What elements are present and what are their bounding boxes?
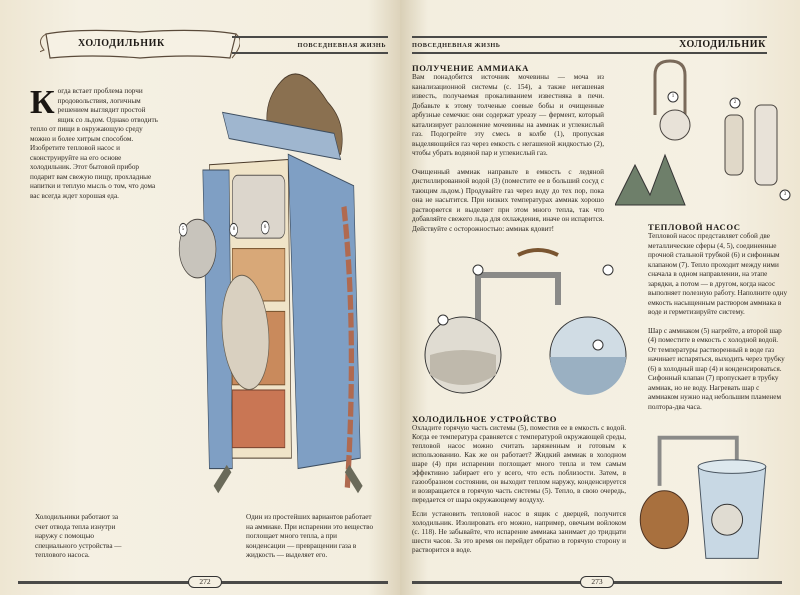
paragraph: Очищенный аммиак направьте в емкость с л… <box>412 167 604 233</box>
section-title: ПОЛУЧЕНИЕ АММИАКА <box>412 63 529 73</box>
section-ammonia: ПОЛУЧЕНИЕ АММИАКА Вам понадобится источн… <box>412 63 604 234</box>
caption-left: Холодильники работают за счет отвода теп… <box>35 513 122 559</box>
banner-title: ХОЛОДИЛЬНИК <box>78 38 165 49</box>
page-number: 273 <box>580 576 614 588</box>
fridge-creature-illustration <box>178 73 363 494</box>
fig-label: 3 <box>783 192 787 197</box>
pot-cooling-illustration <box>639 435 767 559</box>
section-heat-pump: ТЕПЛОВОЙ НАСОС Тепловой насос представля… <box>648 222 788 412</box>
scroll-banner <box>40 29 240 59</box>
fig-label: 1 <box>671 94 675 99</box>
paragraph: Охладите горячую часть системы (5), поме… <box>412 424 626 504</box>
heat-pump-diagram <box>424 248 627 395</box>
running-header: ПОВСЕДНЕВНАЯ ЖИЗНЬ <box>297 42 386 49</box>
section-title: ТЕПЛОВОЙ НАСОС <box>648 222 741 232</box>
page-number: 272 <box>188 576 222 588</box>
fig-label: 2 <box>733 100 737 105</box>
section-fridge-device: ХОЛОДИЛЬНОЕ УСТРОЙСТВО Охладите горячую … <box>412 414 626 555</box>
section-title: ХОЛОДИЛЬНОЕ УСТРОЙСТВО <box>412 414 557 424</box>
fig-label: 8 <box>232 227 236 232</box>
right-page: ПОВСЕДНЕВНАЯ ЖИЗНЬ ХОЛОДИЛЬНИК ПОЛУЧЕНИЕ… <box>400 0 800 595</box>
paragraph: Если установить тепловой насос в ящик с … <box>412 510 626 554</box>
running-header: ПОВСЕДНЕВНАЯ ЖИЗНЬ <box>412 42 501 49</box>
paragraph: Вам понадобится источник мочевины — моча… <box>412 73 604 157</box>
paragraph: Тепловой насос представляет собой две ме… <box>648 232 788 316</box>
paragraph: Шар с аммиаком (5) нагрейте, а второй ша… <box>648 326 785 411</box>
chapter-title: ХОЛОДИЛЬНИК <box>679 39 766 50</box>
ammonia-apparatus-illustration <box>615 59 791 206</box>
fig-label: 5 <box>181 227 185 232</box>
caption-right: Один из простейших вариантов работает на… <box>246 513 374 559</box>
drop-cap: К <box>30 84 55 121</box>
fig-label: 6 <box>263 225 267 230</box>
